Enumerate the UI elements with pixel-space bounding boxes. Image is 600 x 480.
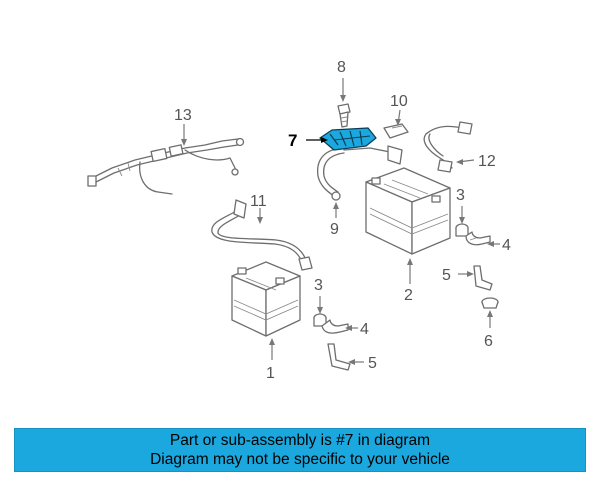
part-8-bolt (337, 103, 351, 128)
callout-5-lower: 5 (368, 355, 377, 372)
callout-11: 11 (250, 193, 267, 210)
callout-6: 6 (484, 333, 493, 350)
part-4-fitting-right (465, 231, 491, 246)
part-11-ground-cable (211, 199, 313, 271)
part-4-fitting-lower (321, 319, 349, 334)
callout-13: 13 (174, 107, 192, 124)
part-13-cable-harness (87, 137, 245, 195)
part-5-hose-right (473, 265, 493, 291)
part-1-battery (231, 261, 301, 337)
info-banner: Part or sub-assembly is #7 in diagram Di… (14, 428, 586, 472)
part-7-highlighted-bracket (319, 127, 377, 151)
callout-12: 12 (478, 153, 496, 170)
callout-3-right: 3 (456, 187, 465, 204)
banner-line-1: Part or sub-assembly is #7 in diagram (169, 432, 431, 449)
callout-5-right: 5 (442, 267, 451, 284)
callout-10: 10 (390, 93, 408, 110)
parts-diagram: 1 2 3 3 4 4 5 5 6 7 8 9 10 11 12 13 (87, 59, 511, 382)
callout-7-highlighted: 7 (288, 131, 297, 150)
part-6-grommet (481, 297, 499, 309)
part-3-elbow-right (455, 223, 469, 237)
part-2-battery (365, 167, 451, 255)
callout-3-lower: 3 (314, 277, 323, 294)
callout-2: 2 (404, 287, 413, 304)
part-12-sensor-cable (423, 121, 473, 173)
callout-4-lower: 4 (360, 321, 369, 338)
part-9-positive-cable (316, 145, 403, 201)
callout-8: 8 (337, 59, 346, 76)
part-10-cover (383, 123, 409, 139)
part-3-elbow-lower (313, 313, 327, 327)
callout-9: 9 (330, 221, 339, 238)
leader-lines (181, 78, 500, 365)
callout-1: 1 (266, 365, 275, 382)
banner-line-2: Diagram may not be specific to your vehi… (150, 451, 450, 468)
callout-4-right: 4 (502, 237, 511, 254)
part-5-hose-lower (327, 343, 351, 371)
